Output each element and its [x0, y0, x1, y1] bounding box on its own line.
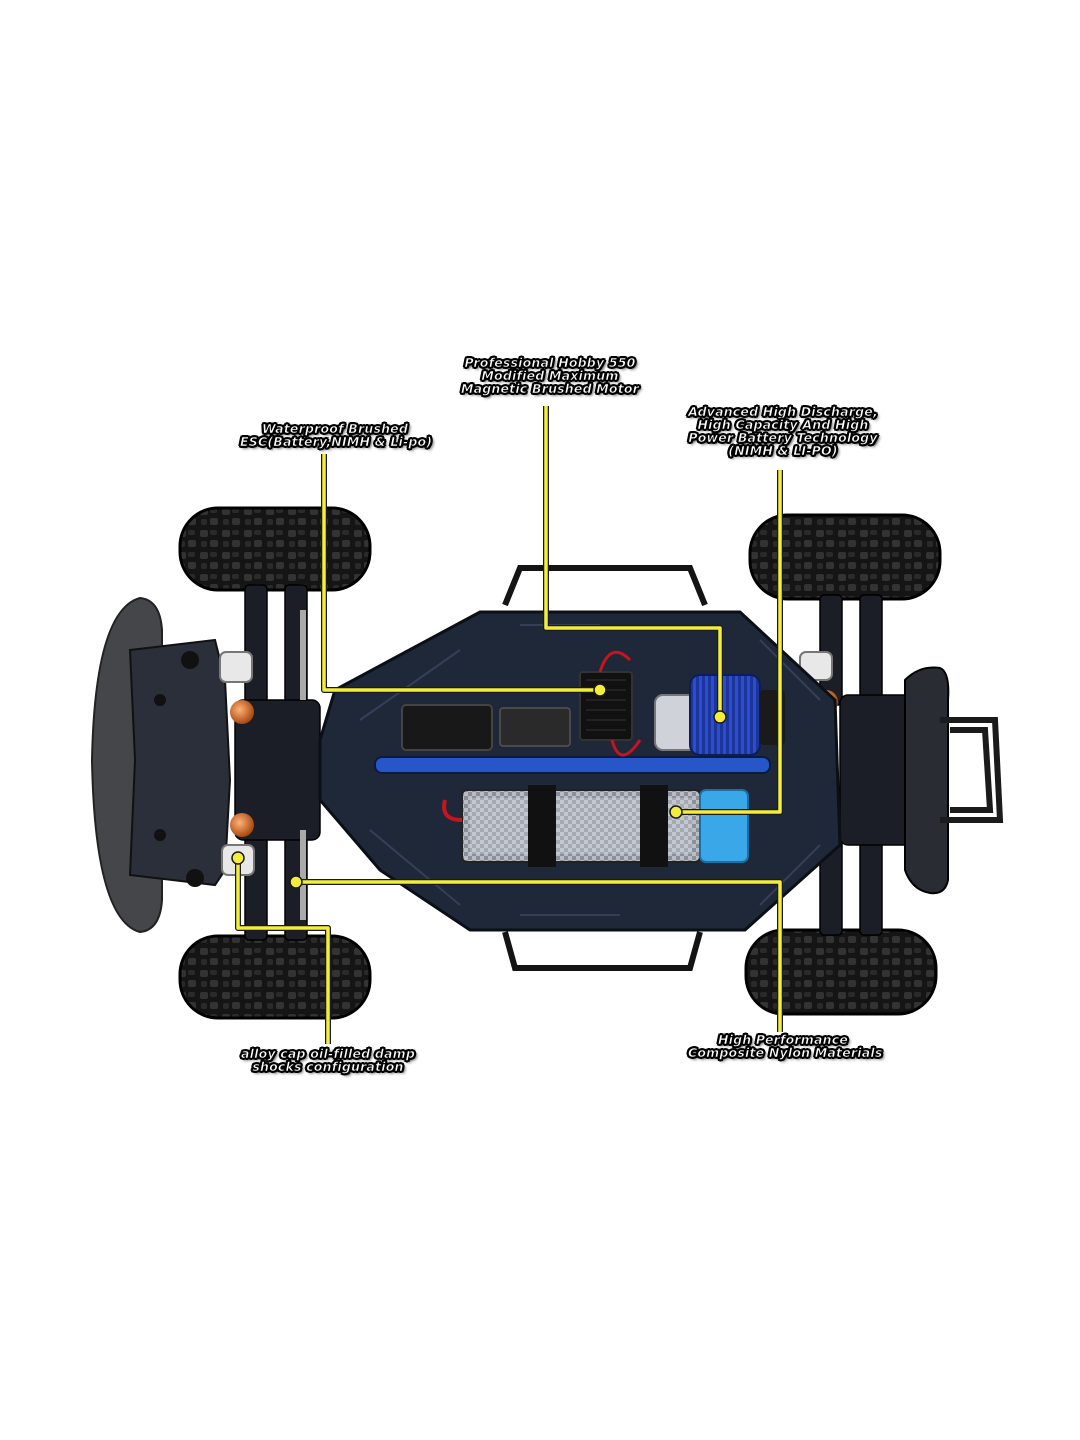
rear-bumper	[904, 666, 950, 895]
nylon-callout: High Performance Composite Nylon Materia…	[688, 1032, 883, 1060]
shocks-callout-line: shocks configuration	[252, 1059, 404, 1074]
battery-callout: Advanced High Discharge, High Capacity A…	[688, 404, 878, 458]
body-handle-bottom	[502, 931, 703, 971]
battery-callout-line: (NIMH & LI-PO)	[728, 443, 838, 458]
battery-strap-1	[528, 785, 556, 867]
esc-leader	[322, 454, 600, 692]
front-suspension	[234, 584, 321, 941]
shocks-leader	[236, 858, 330, 1044]
battery-strap-2	[640, 785, 668, 867]
nylon-callout-line: High Performance	[717, 1032, 849, 1047]
leader-lines	[235, 406, 783, 1044]
servo	[401, 704, 493, 751]
battery-lead	[442, 799, 463, 822]
nylon-callout-line: Composite Nylon Materials	[688, 1045, 883, 1060]
esc-wires	[598, 650, 642, 757]
motor-callout-line: Professional Hobby 550	[464, 355, 636, 370]
battery-leader	[676, 470, 782, 814]
esc-callout-line: ESC(Battery,NIMH & Li-po)	[240, 434, 433, 449]
driveshaft	[374, 756, 771, 774]
battery-callout-line: Advanced High Discharge,	[688, 404, 878, 419]
motor-callout: Professional Hobby 550 Modified Maximum …	[460, 355, 640, 396]
shocks-callout-line: alloy cap oil-filled damp	[240, 1046, 415, 1061]
rear-top-wheel	[748, 513, 942, 601]
leader-dots	[231, 683, 727, 889]
esc-callout-line: Waterproof Brushed	[261, 421, 409, 436]
motor-callout-line: Magnetic Brushed Motor	[460, 381, 640, 396]
esc-callout: Waterproof Brushed ESC(Battery,NIMH & Li…	[240, 421, 433, 449]
receiver	[499, 707, 571, 747]
battery-callout-line: High Capacity And High	[697, 417, 869, 432]
rear-bottom-wheel	[744, 928, 938, 1016]
rear-wing-mount	[940, 717, 1004, 823]
front-bottom-wheel	[178, 934, 372, 1020]
motor-leader	[544, 406, 722, 717]
chassis-ribs	[359, 624, 821, 916]
front-bumper-mount	[128, 638, 232, 887]
nylon-leader	[296, 880, 782, 1032]
body-handle-top	[502, 565, 708, 607]
motor-callout-line: Modified Maximum	[481, 368, 619, 383]
shocks-callout: alloy cap oil-filled damp shocks configu…	[238, 1046, 418, 1074]
front-top-wheel	[178, 506, 372, 592]
battery-callout-line: Power Battery Technology	[688, 430, 878, 445]
battery-foam	[699, 789, 749, 863]
